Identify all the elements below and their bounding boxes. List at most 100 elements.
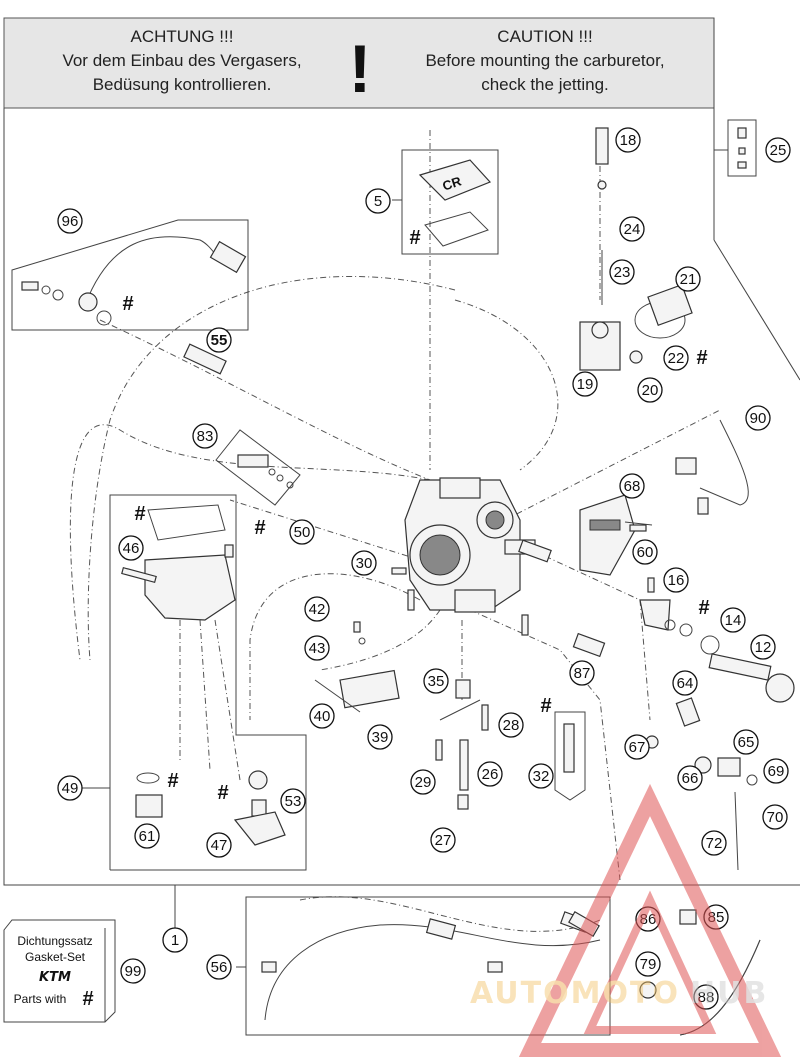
callout-22: 22 xyxy=(663,345,689,371)
svg-text:14: 14 xyxy=(725,612,742,629)
callout-21: 21 xyxy=(675,266,701,292)
ktm-logo: KTM xyxy=(39,970,71,985)
callout-42: 42 xyxy=(304,596,330,622)
svg-text:32: 32 xyxy=(533,768,550,785)
callout-55: 55 xyxy=(206,327,232,353)
svg-text:35: 35 xyxy=(428,673,445,690)
float-group xyxy=(314,621,400,713)
svg-text:56: 56 xyxy=(211,959,228,976)
svg-text:40: 40 xyxy=(314,708,331,725)
svg-text:30: 30 xyxy=(356,555,373,572)
exclamation-icon: ! xyxy=(349,31,372,107)
callout-67: 67 xyxy=(624,734,650,760)
hash-marker: # xyxy=(122,293,133,315)
cr-logo: CR xyxy=(441,173,464,193)
callout-66: 66 xyxy=(677,765,703,791)
svg-text:43: 43 xyxy=(309,640,326,657)
svg-text:65: 65 xyxy=(738,734,755,751)
warning-de-line-1: ACHTUNG !!! xyxy=(131,27,234,46)
svg-text:47: 47 xyxy=(211,837,228,854)
main-jet-group xyxy=(435,679,489,810)
callout-27: 27 xyxy=(430,827,456,853)
callout-30: 30 xyxy=(351,550,377,576)
callout-35: 35 xyxy=(423,668,449,694)
vent-hose-group xyxy=(675,419,749,515)
callout-99: 99 xyxy=(120,958,146,984)
svg-text:24: 24 xyxy=(624,221,641,238)
hash-marker: # xyxy=(540,695,551,717)
hose-set-group xyxy=(245,896,611,1036)
watermark-text-part2: HUB xyxy=(690,976,768,1011)
callout-47: 47 xyxy=(206,832,232,858)
gasket-markers: # # # # # # # # # xyxy=(122,227,709,804)
gasket-kit-line-en: Gasket-Set xyxy=(25,950,86,964)
callout-19: 19 xyxy=(572,371,598,397)
hash-marker: # xyxy=(167,770,178,792)
warning-de-line-2: Vor dem Einbau des Vergasers, xyxy=(62,51,301,70)
svg-text:55: 55 xyxy=(211,332,228,349)
warning-header: ACHTUNG !!! Vor dem Einbau des Vergasers… xyxy=(3,17,715,109)
callout-53: 53 xyxy=(280,788,306,814)
callout-29: 29 xyxy=(410,769,436,795)
svg-text:20: 20 xyxy=(642,382,659,399)
svg-text:72: 72 xyxy=(706,835,723,852)
svg-text:29: 29 xyxy=(415,774,432,791)
warning-de-line-3: Bedüsung kontrollieren. xyxy=(93,75,272,94)
hash-marker: # xyxy=(698,597,709,619)
svg-text:66: 66 xyxy=(682,770,699,787)
svg-text:90: 90 xyxy=(750,410,767,427)
svg-text:69: 69 xyxy=(768,763,785,780)
adjuster-group xyxy=(645,697,758,871)
callout-20: 20 xyxy=(637,377,663,403)
callout-83: 83 xyxy=(192,423,218,449)
screws-group xyxy=(391,524,655,636)
callout-90: 90 xyxy=(745,405,771,431)
hash-marker: # xyxy=(254,517,265,539)
svg-text:49: 49 xyxy=(62,780,79,797)
svg-text:1: 1 xyxy=(171,932,179,949)
svg-text:25: 25 xyxy=(770,142,787,159)
callout-61: 61 xyxy=(134,823,160,849)
choke-cover-group xyxy=(579,494,653,576)
hash-marker: # xyxy=(217,782,228,804)
top-cover-group: CR xyxy=(401,149,499,255)
callout-68: 68 xyxy=(619,473,645,499)
callout-1: 1 xyxy=(162,927,188,953)
svg-text:87: 87 xyxy=(574,665,591,682)
svg-text:68: 68 xyxy=(624,478,641,495)
gasket-kit-line-de: Dichtungssatz xyxy=(17,934,92,948)
svg-text:28: 28 xyxy=(503,717,520,734)
svg-text:79: 79 xyxy=(640,956,657,973)
svg-text:70: 70 xyxy=(767,809,784,826)
callouts: 1 5 12 14 16 18 19 20 21 22 23 24 25 26 … xyxy=(57,127,791,1010)
callout-43: 43 xyxy=(304,635,330,661)
warning-en-line-3: check the jetting. xyxy=(481,75,609,94)
gasket-hash-symbol: # xyxy=(82,988,93,1010)
main-frame xyxy=(3,18,800,886)
hash-marker: # xyxy=(696,347,707,369)
svg-text:16: 16 xyxy=(668,572,685,589)
callout-18: 18 xyxy=(615,127,641,153)
callout-87: 87 xyxy=(569,660,595,686)
svg-text:67: 67 xyxy=(629,739,646,756)
callout-49: 49 xyxy=(57,775,83,801)
hash-marker: # xyxy=(409,227,420,249)
svg-text:60: 60 xyxy=(637,544,654,561)
callout-96: 96 xyxy=(57,208,83,234)
callout-69: 69 xyxy=(763,758,789,784)
callout-28: 28 xyxy=(498,712,524,738)
callout-70: 70 xyxy=(762,804,788,830)
callout-25: 25 xyxy=(765,137,791,163)
svg-text:88: 88 xyxy=(698,989,715,1006)
callout-14: 14 xyxy=(720,607,746,633)
svg-text:39: 39 xyxy=(372,729,389,746)
svg-text:83: 83 xyxy=(197,428,214,445)
callout-26: 26 xyxy=(477,761,503,787)
throttle-valve-group xyxy=(579,127,693,371)
svg-text:21: 21 xyxy=(680,271,697,288)
svg-text:19: 19 xyxy=(577,376,594,393)
jet-parts-group xyxy=(727,119,757,177)
svg-text:26: 26 xyxy=(482,766,499,783)
callout-60: 60 xyxy=(632,539,658,565)
